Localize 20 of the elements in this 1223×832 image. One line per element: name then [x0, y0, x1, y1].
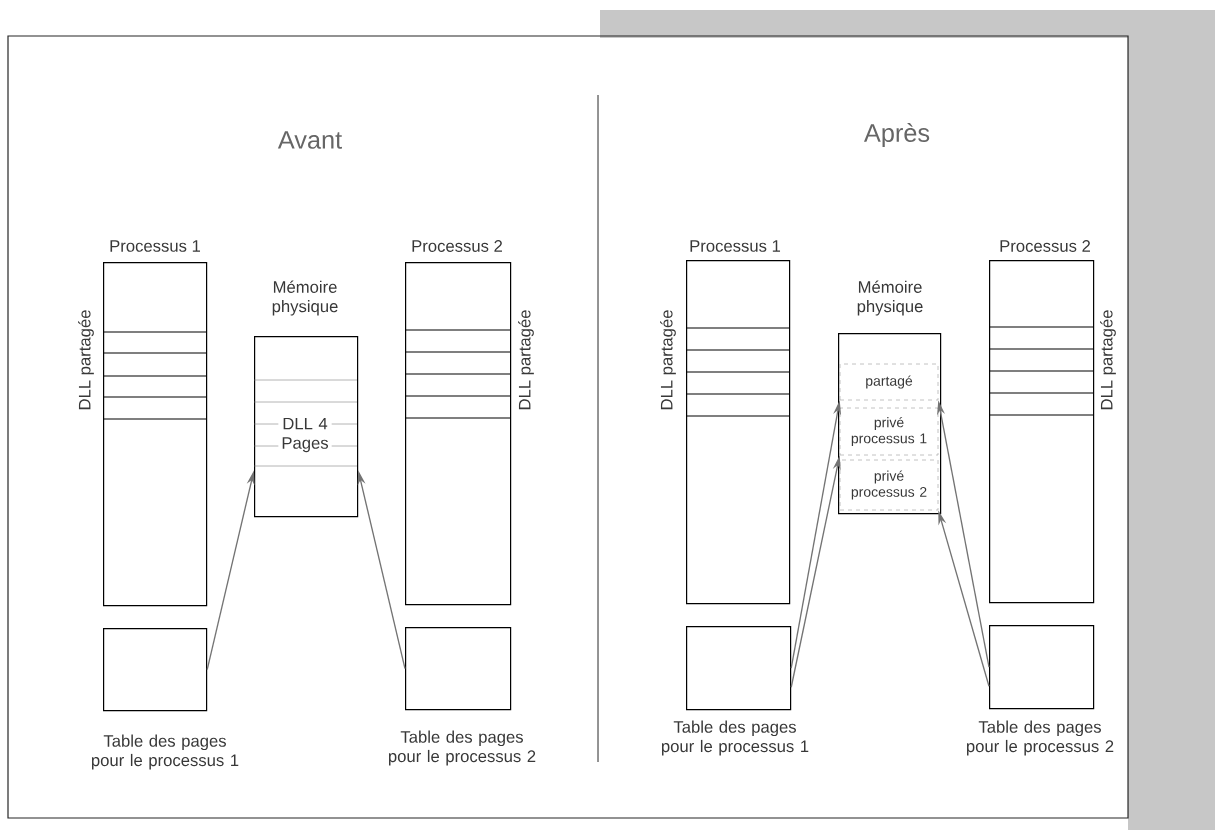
memory-region: privé processus 2	[839, 459, 939, 511]
table-caption: Table des pages pour le processus 1	[661, 720, 809, 756]
column-heading: Processus 2	[1000, 240, 1090, 252]
panel-title: Avant	[277, 131, 342, 149]
side-label: DLL partagée	[518, 310, 534, 410]
column-heading: Processus 1	[690, 240, 780, 252]
column-heading: Processus 2	[412, 240, 502, 252]
box-label: DLL 4 Pages	[278, 416, 332, 454]
table-caption: Table des pages pour le processus 2	[388, 730, 536, 766]
column-heading: Mémoire physique	[857, 280, 923, 316]
side-label: DLL partagée	[660, 310, 676, 410]
table-caption: Table des pages pour le processus 1	[91, 734, 239, 770]
column-heading: Mémoire physique	[272, 280, 338, 316]
panel-title: Après	[863, 123, 930, 147]
memory-region: partagé	[839, 363, 939, 401]
side-label: DLL partagée	[78, 310, 94, 410]
table-caption: Table des pages pour le processus 2	[966, 720, 1114, 756]
memory-region: privé processus 1	[839, 407, 939, 456]
column-heading: Processus 1	[110, 240, 200, 252]
side-label: DLL partagée	[1100, 310, 1116, 410]
